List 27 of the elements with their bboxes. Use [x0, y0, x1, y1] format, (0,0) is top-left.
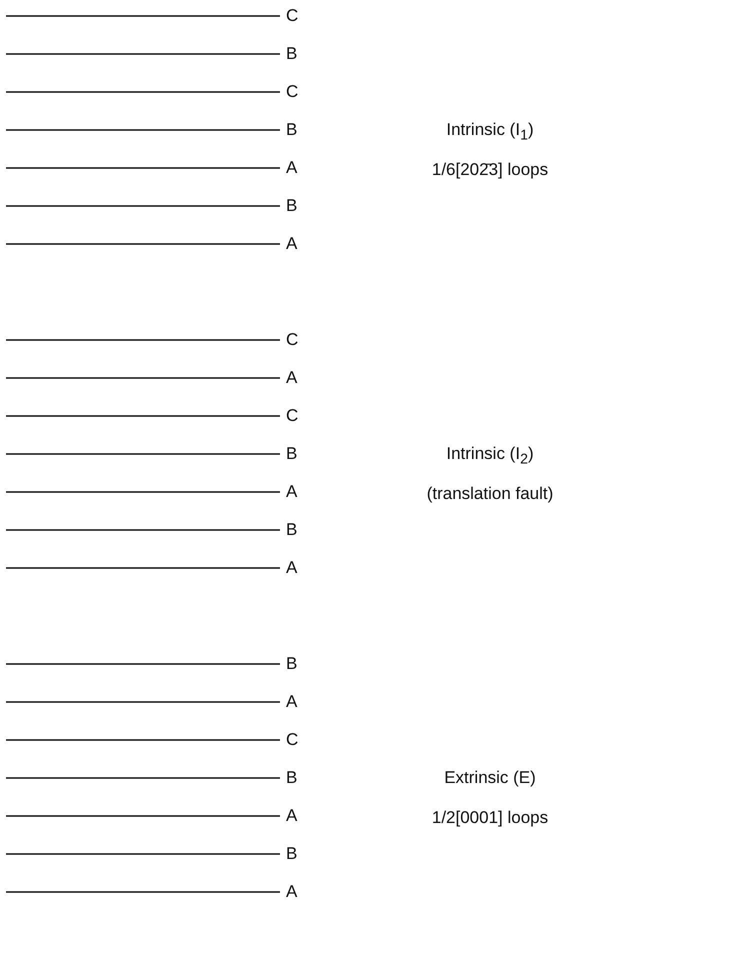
fault-label: (translation fault) [426, 484, 554, 504]
layer-letter: B [286, 844, 298, 864]
layer-letter: C [286, 406, 298, 426]
layer-letter: A [286, 882, 298, 902]
layer-letter: B [286, 444, 298, 464]
fault-label: 1/6[202̄3] loops [430, 160, 550, 180]
layer-letter: B [286, 120, 298, 140]
layer-letter: A [286, 558, 298, 578]
layer-letter: A [286, 368, 298, 388]
layer-letter: B [286, 654, 298, 674]
fault-label: Intrinsic (I$_{2}$) [445, 444, 535, 470]
layer-letter: C [286, 82, 298, 102]
layer-letter: A [286, 806, 298, 826]
layer-letter: C [286, 6, 298, 26]
layer-letter: B [286, 44, 298, 64]
fault-label: Intrinsic (I$_{1}$) [445, 120, 535, 146]
fault-label: 1/2[0001] loops [430, 808, 550, 828]
layer-letter: A [286, 158, 298, 178]
layer-letter: A [286, 234, 298, 254]
layer-letter: A [286, 692, 298, 712]
layer-letter: A [286, 482, 298, 502]
layer-letter: B [286, 196, 298, 216]
layer-letter: B [286, 768, 298, 788]
layer-letter: C [286, 730, 298, 750]
layer-letter: C [286, 330, 298, 350]
layer-letter: B [286, 520, 298, 540]
fault-label: Extrinsic (E) [443, 768, 537, 788]
